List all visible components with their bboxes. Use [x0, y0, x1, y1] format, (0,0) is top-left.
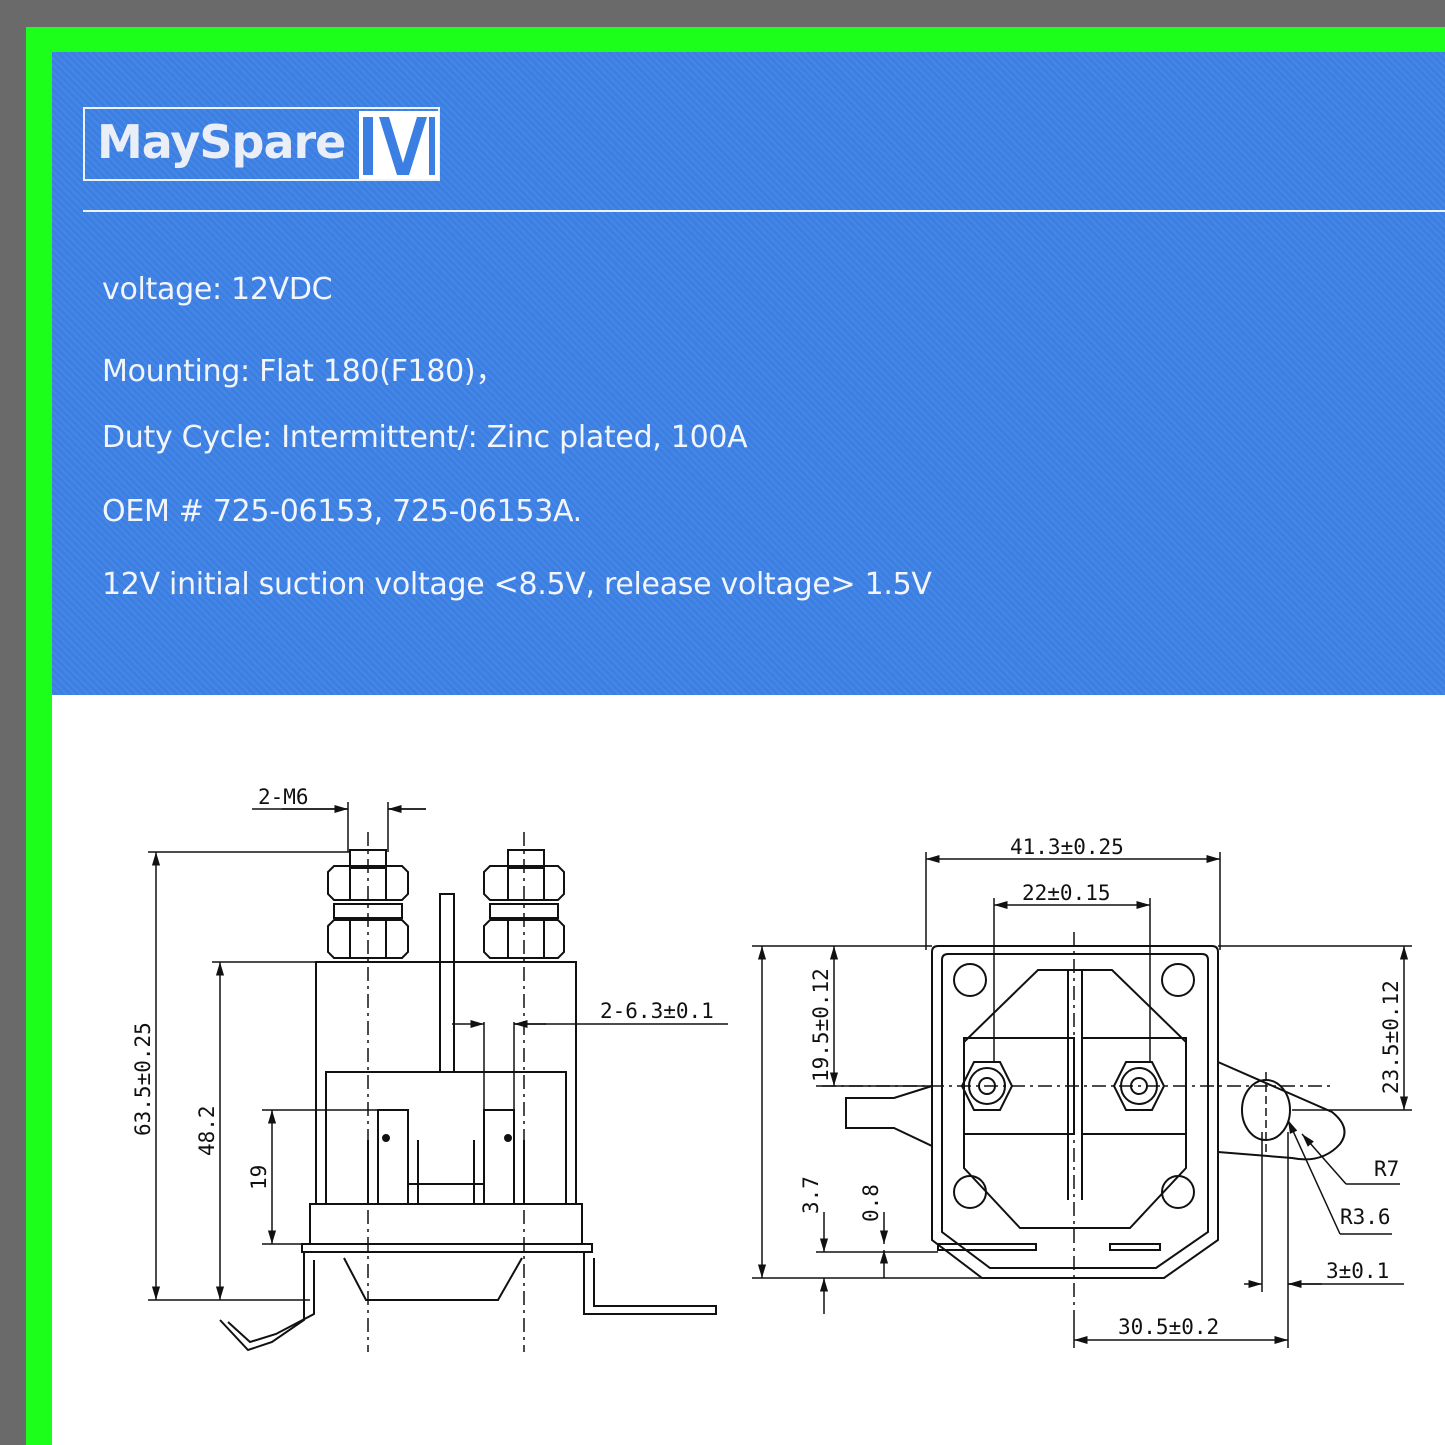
product-panel: MaySpare voltage: 12VDC Mounting: Flat 1…: [52, 52, 1445, 1445]
spec-oem: OEM # 725-06153, 725-06153A.: [102, 494, 582, 529]
dim-base-offset: 3.7: [799, 1176, 823, 1214]
dim-right-offset: 23.5±0.12: [1379, 980, 1403, 1094]
dim-left-offset: 19.5±0.12: [809, 968, 833, 1082]
dim-thread: 2-M6: [258, 785, 309, 809]
spec-suction-voltage: 12V initial suction voltage <8.5V, relea…: [102, 567, 932, 602]
dim-flange: 0.8: [859, 1184, 883, 1222]
spec-duty-cycle: Duty Cycle: Intermittent/: Zinc plated, …: [102, 420, 748, 455]
dim-hole-radius: R3.6: [1340, 1205, 1391, 1229]
dim-total-height: 63.5±0.25: [131, 1022, 155, 1136]
dimension-drawing: 2-M6 63.5±0.25 48.2 19 2-6.3±0.1: [131, 785, 1412, 1352]
spec-mounting: Mounting: Flat 180(F180)，: [102, 354, 506, 389]
top-view: [822, 932, 1346, 1312]
spec-banner: MaySpare voltage: 12VDC Mounting: Flat 1…: [52, 52, 1445, 695]
dim-spade-terminal: 2-6.3±0.1: [600, 999, 714, 1023]
header-divider: [83, 210, 1445, 212]
side-view: [219, 832, 717, 1352]
dim-overall-width: 41.3±0.25: [1010, 835, 1124, 859]
spec-voltage: voltage: 12VDC: [102, 272, 333, 307]
brand-logo: MaySpare: [83, 107, 440, 181]
dim-tab-radius: R7: [1374, 1157, 1399, 1181]
dim-stud-spacing: 22±0.15: [1022, 881, 1111, 905]
brand-name: MaySpare: [97, 115, 346, 169]
dim-terminal-height: 19: [247, 1165, 271, 1190]
dim-tab-offset: 30.5±0.2: [1118, 1315, 1219, 1339]
dim-hole-width: 3±0.1: [1326, 1259, 1389, 1283]
brand-mark-icon: [359, 111, 439, 179]
dim-body-height: 48.2: [195, 1105, 219, 1156]
